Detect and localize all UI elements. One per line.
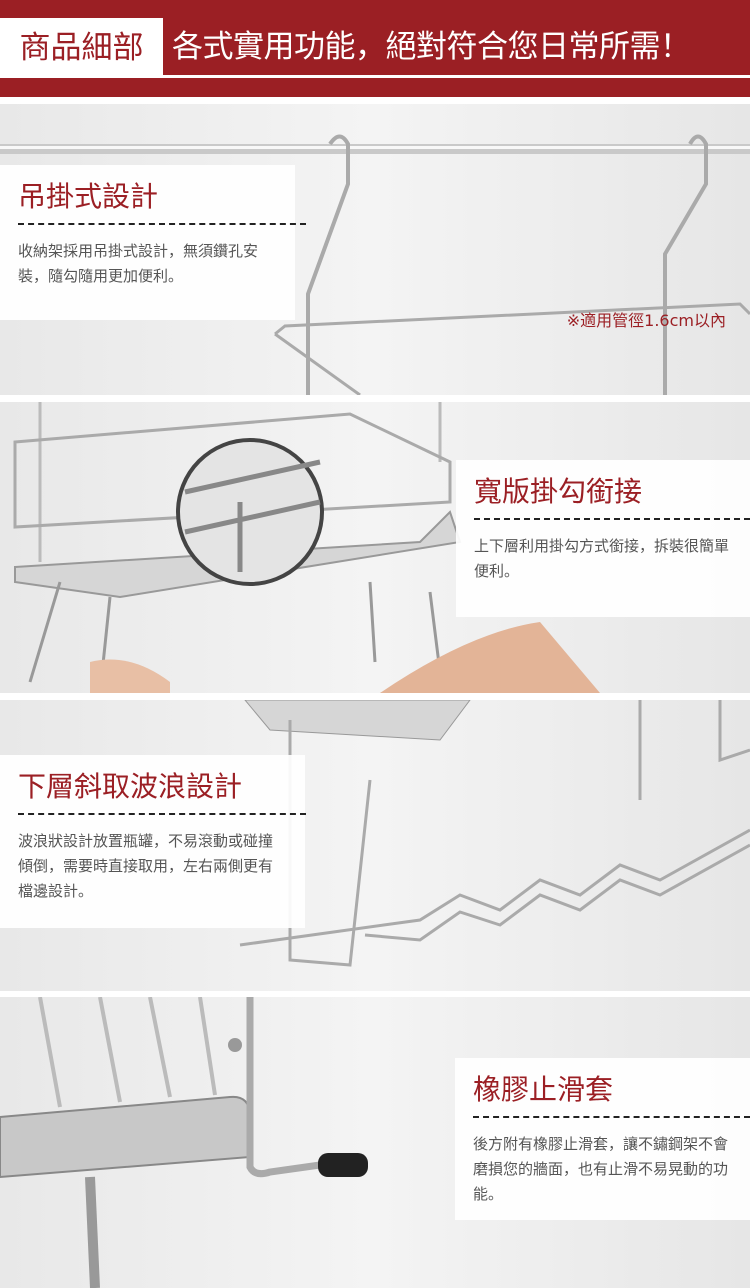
feature-desc: 波浪狀設計放置瓶罐，不易滾動或碰撞傾倒，需要時直接取用，左右兩側更有檔邊設計。 (18, 832, 274, 900)
feature-title: 下層斜取波浪設計 (18, 770, 243, 803)
header-title: 各式實用功能，絕對符合您日常所需！ (172, 29, 691, 65)
dashed-divider (18, 813, 306, 815)
section-tag: 商品細部 (0, 18, 163, 78)
feature-desc: 後方附有橡膠止滑套，讓不鏽鋼架不會磨損您的牆面，也有止滑不易晃動的功能。 (473, 1135, 729, 1203)
rack-connection-image (13, 402, 600, 693)
feature-title: 寬版掛勾銜接 (474, 475, 643, 508)
feature-title: 吊掛式設計 (18, 180, 159, 213)
feature-card-wave: 下層斜取波浪設計 波浪狀設計放置瓶罐，不易滾動或碰撞傾倒，需要時直接取用，左右兩… (0, 755, 306, 928)
feature-desc: 上下層利用掛勾方式銜接，拆裝很簡單便利。 (474, 537, 730, 580)
divider (163, 75, 750, 78)
feature-card-hook: 寬版掛勾銜接 上下層利用掛勾方式銜接，拆裝很簡單便利。 (456, 460, 750, 617)
pipe-diameter-note: ※適用管徑1.6cm以內 (566, 311, 726, 330)
rack-rubber-image (0, 997, 368, 1288)
rack-hook-image (0, 134, 750, 395)
feature-card-rubber: 橡膠止滑套 後方附有橡膠止滑套，讓不鏽鋼架不會磨損您的牆面，也有止滑不易晃動的功… (455, 1058, 750, 1220)
dashed-divider (18, 223, 306, 225)
header-banner: 商品細部 各式實用功能，絕對符合您日常所需！ (0, 0, 750, 97)
feature-title: 橡膠止滑套 (473, 1073, 614, 1106)
dashed-divider (473, 1116, 750, 1118)
dashed-divider (474, 518, 750, 520)
feature-card-hanging: 吊掛式設計 收納架採用吊掛式設計，無須鑽孔安裝，隨勾隨用更加便利。 (0, 165, 306, 320)
feature-desc: 收納架採用吊掛式設計，無須鑽孔安裝，隨勾隨用更加便利。 (18, 242, 259, 285)
